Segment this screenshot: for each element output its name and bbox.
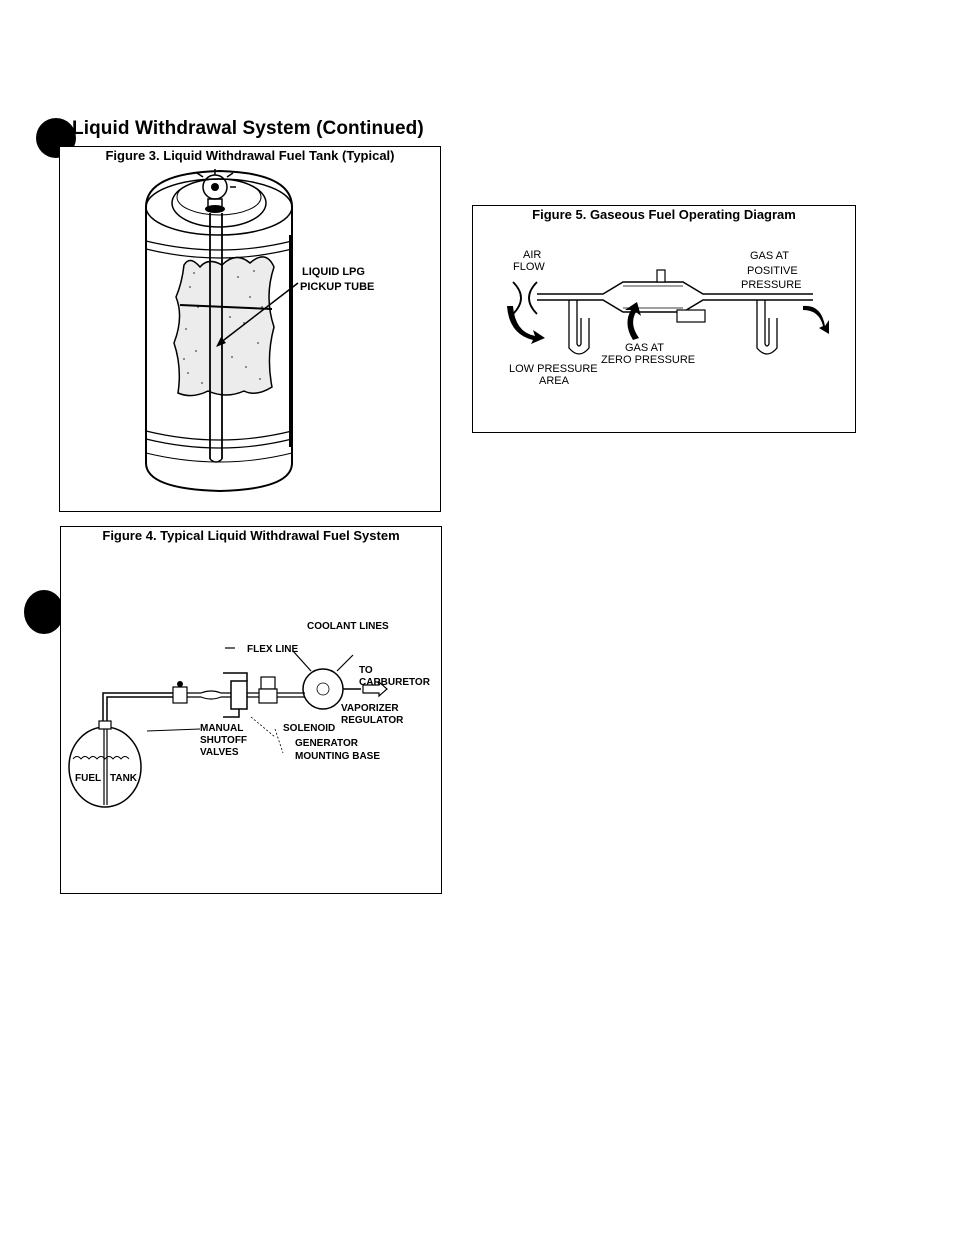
solenoid-label: SOLENOID [283, 723, 335, 734]
generator-label: GENERATOR [295, 738, 359, 749]
figure-3-caption: Figure 3. Liquid Withdrawal Fuel Tank (T… [105, 148, 395, 163]
pressure-label: PRESSURE [741, 279, 802, 291]
gas-at-label: GAS AT [750, 250, 789, 262]
low-pressure-label: LOW PRESSURE [509, 363, 598, 375]
air-label: AIR [523, 249, 541, 261]
carburetor-label: CARBURETOR [359, 677, 431, 688]
vaporizer-label: VAPORIZER [341, 703, 399, 714]
figure-5: Figure 5. Gaseous Fuel Operating Diagram… [472, 205, 856, 433]
flow-label: FLOW [513, 261, 545, 273]
gas-at-zero-label: GAS AT [625, 342, 664, 354]
pickup-tube-label-line1: LIQUID LPG [302, 266, 365, 278]
mounting-base-label: MOUNTING BASE [295, 751, 380, 762]
fuel-system-diagram: FUEL TANK COOLANT LINES FLEX LINE TO CAR… [68, 621, 431, 808]
coolant-lines-label: COOLANT LINES [307, 621, 389, 632]
fuel-tank-illustration: LIQUID LPG PICKUP TUBE [145, 169, 374, 493]
figure-4: Figure 4. Typical Liquid Withdrawal Fuel… [60, 526, 442, 894]
section-title: Liquid Withdrawal System (Continued) [72, 118, 424, 139]
figure-4-bullet [24, 590, 64, 634]
manual-label: MANUAL [200, 723, 243, 734]
figure-3: Figure 3. Liquid Withdrawal Fuel Tank (T… [59, 146, 441, 512]
fuel-label: FUEL [75, 773, 101, 784]
figure-5-caption: Figure 5. Gaseous Fuel Operating Diagram [532, 207, 796, 222]
tank-label: TANK [110, 773, 138, 784]
figure-4-caption: Figure 4. Typical Liquid Withdrawal Fuel… [102, 528, 400, 543]
valves-label: VALVES [200, 747, 239, 758]
positive-label: POSITIVE [747, 265, 798, 277]
shutoff-label: SHUTOFF [200, 735, 247, 746]
flex-line-label: FLEX LINE [247, 644, 298, 655]
gaseous-fuel-diagram: AIR FLOW GAS AT POSITIVE PRESSURE GAS AT… [507, 249, 829, 387]
area-label: AREA [539, 375, 570, 387]
pickup-tube-label-line2: PICKUP TUBE [300, 281, 374, 293]
to-label: TO [359, 665, 373, 676]
regulator-label: REGULATOR [341, 715, 404, 726]
zero-pressure-label: ZERO PRESSURE [601, 354, 695, 366]
